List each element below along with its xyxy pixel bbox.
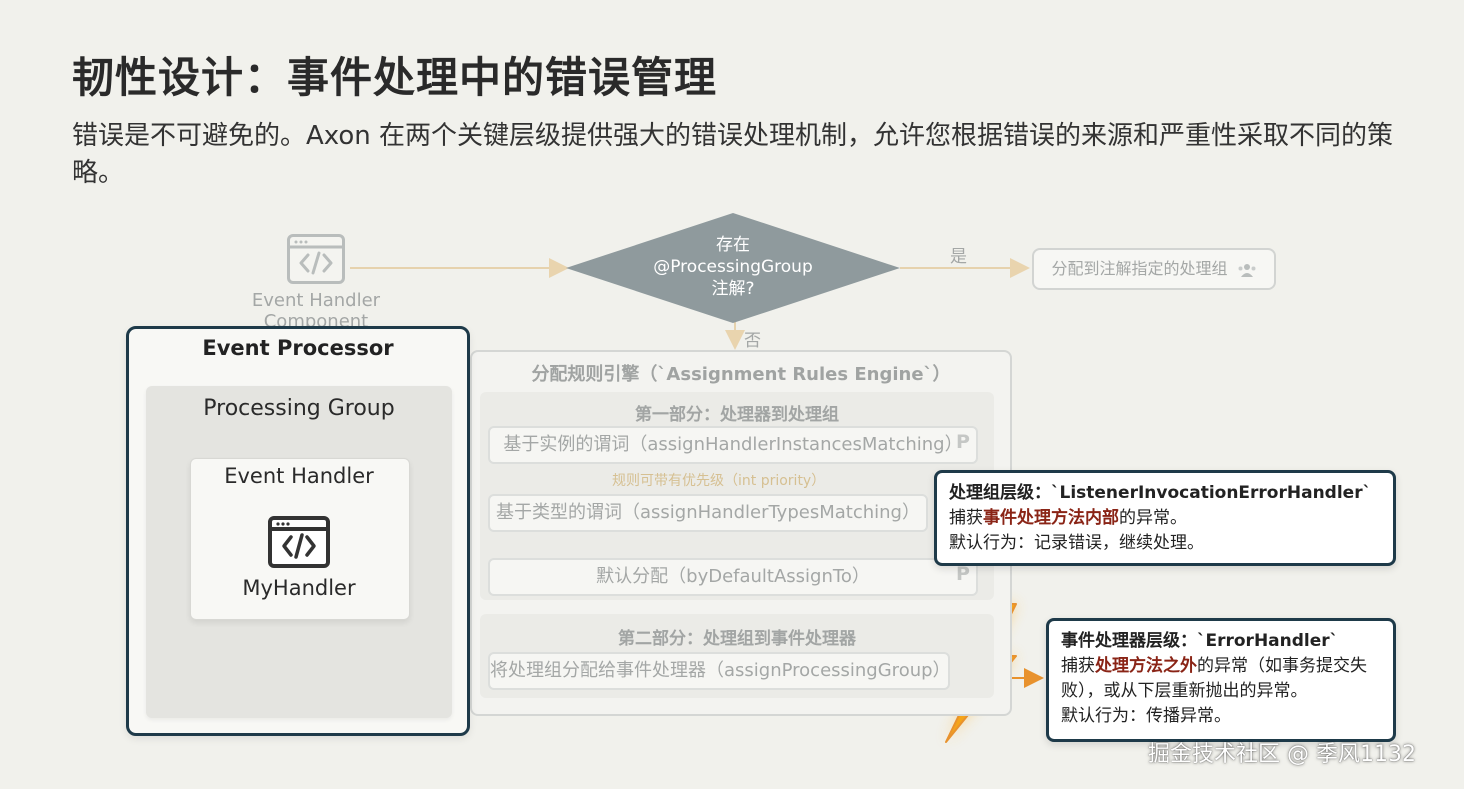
callout-highlight: 处理方法之外	[1095, 656, 1197, 676]
rule-instances-label: 基于实例的谓词（assignHandlerInstancesMatching）	[503, 434, 963, 455]
page-title: 韧性设计：事件处理中的错误管理	[72, 53, 718, 102]
decision-line-1: 存在	[716, 235, 750, 255]
no-label: 否	[744, 331, 761, 351]
callout-default-behavior: 默认行为：记录错误，继续处理。	[949, 533, 1204, 553]
event-handler-box	[190, 458, 410, 620]
listener-error-handler-callout: 处理组层级：`ListenerInvocationErrorHandler` 捕…	[934, 470, 1396, 566]
code-window-icon	[287, 234, 345, 284]
callout-title: 处理组层级：`ListenerInvocationErrorHandler`	[949, 483, 1372, 503]
callout-default-behavior: 默认行为：传播异常。	[1061, 706, 1231, 726]
event-processor-title: Event Processor	[202, 336, 394, 360]
assign-annotated-group-box: 分配到注解指定的处理组	[1032, 248, 1276, 290]
handler-name: MyHandler	[242, 576, 356, 600]
callout-highlight: 事件处理方法内部	[983, 508, 1119, 528]
assign-annotated-label: 分配到注解指定的处理组	[1051, 259, 1228, 278]
group-users-icon	[1238, 263, 1256, 277]
rule-types-matching: 基于类型的谓词（assignHandlerTypesMatching）	[488, 494, 928, 532]
rule-types-label: 基于类型的谓词（assignHandlerTypesMatching）	[496, 502, 920, 523]
callout-description: 捕获事件处理方法内部的异常。	[949, 508, 1187, 528]
error-handler-callout: 事件处理器层级：`ErrorHandler` 捕获处理方法之外的异常（如事务提交…	[1046, 618, 1396, 742]
rule-default-assign: 默认分配（byDefaultAssignTo）	[488, 558, 978, 596]
callout-title: 事件处理器层级：`ErrorHandler`	[1061, 631, 1339, 651]
callout-description: 捕获处理方法之外的异常（如事务提交失败），或从下层重新抛出的异常。	[1061, 656, 1367, 701]
rule-assign-processing-group: 将处理组分配给事件处理器（assignProcessingGroup）	[488, 652, 951, 690]
part-2-title: 第二部分：处理组到事件处理器	[618, 629, 856, 649]
decision-diamond	[566, 213, 900, 323]
decision-line-3: 注解?	[711, 279, 755, 299]
priority-note: 规则可带有优先级（int priority）	[612, 473, 826, 489]
decision-label: 存在 @ProcessingGroup 注解?	[610, 234, 856, 300]
decision-line-2: @ProcessingGroup	[653, 257, 813, 277]
engine-title: 分配规则引擎（`Assignment Rules Engine`）	[531, 364, 951, 385]
rule-default-label: 默认分配（byDefaultAssignTo）	[596, 566, 870, 587]
page-subtitle: 错误是不可避免的。Axon 在两个关键层级提供强大的错误处理机制，允许您根据错误…	[72, 121, 1394, 188]
part-1-title: 第一部分：处理器到处理组	[635, 405, 839, 425]
priority-badge-icon: P	[956, 563, 970, 585]
priority-badge-icon: P	[956, 431, 970, 453]
rule-group-label: 将处理组分配给事件处理器（assignProcessingGroup）	[490, 660, 951, 681]
watermark: 掘金技术社区 @ 季风1132	[1148, 742, 1416, 767]
processing-group-title: Processing Group	[203, 396, 395, 421]
event-handler-title: Event Handler	[224, 464, 374, 488]
rule-instances-matching: 基于实例的谓词（assignHandlerInstancesMatching）	[488, 426, 978, 464]
yes-label: 是	[950, 247, 967, 267]
code-window-icon	[268, 516, 330, 568]
